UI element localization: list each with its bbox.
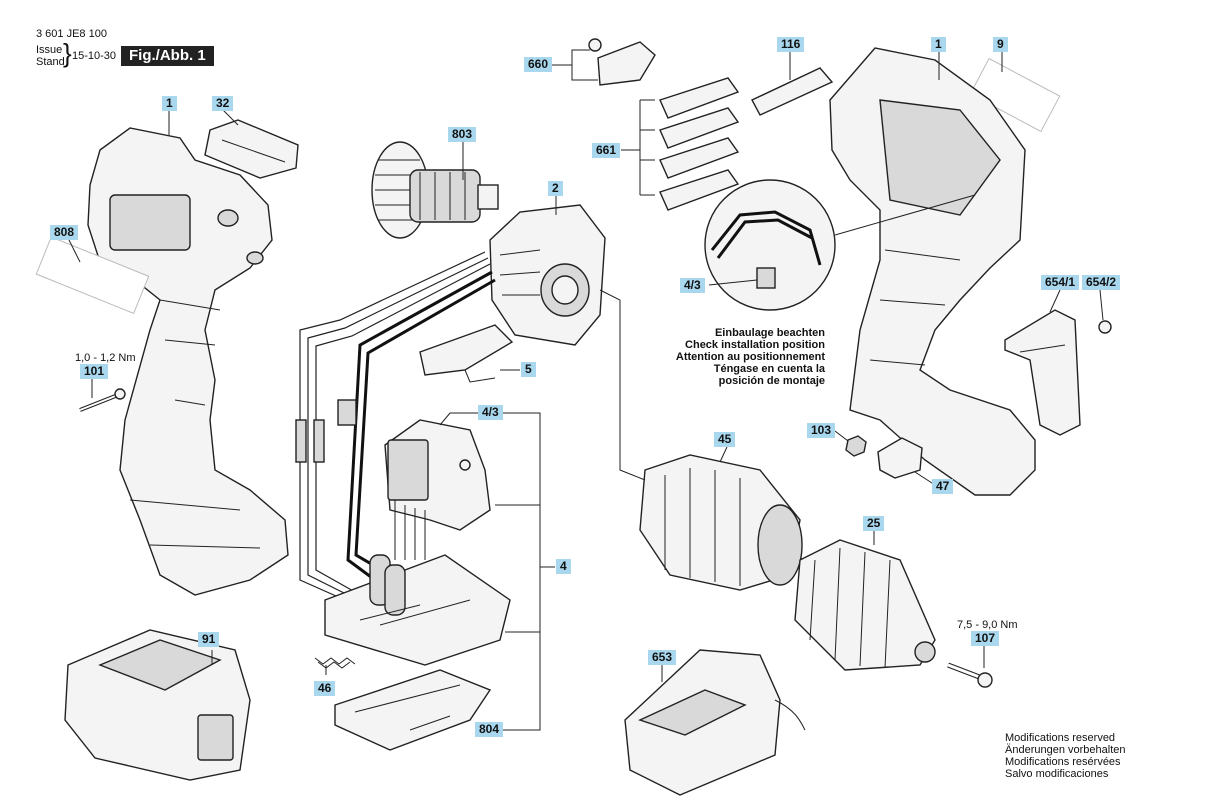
- chuck-25: [794, 539, 936, 671]
- stand-label: Stand: [36, 56, 65, 68]
- knob-47: [877, 437, 923, 479]
- note-line: posición de montaje: [718, 375, 825, 387]
- battery-91: [64, 629, 251, 781]
- callout: 803: [448, 127, 477, 142]
- callout: 116: [777, 37, 805, 52]
- note-line: Einbaulage beachten: [714, 327, 825, 339]
- callout: 107: [971, 631, 1000, 646]
- gearbox-45: [639, 454, 803, 591]
- torque-spec-101: 1,0 - 1,2 Nm: [75, 352, 136, 364]
- callout: 4: [556, 559, 571, 574]
- callout: 91: [198, 632, 220, 647]
- mods-line: Salvo modificaciones: [1005, 768, 1109, 780]
- mods-line: Modifications reserved: [1005, 732, 1116, 744]
- leader-lines: [68, 49, 1104, 731]
- brace-glyph: }: [63, 38, 72, 68]
- part-32-slider: [204, 119, 299, 179]
- charger-653: [624, 649, 806, 796]
- installation-note: Einbaulage beachten Check installation p…: [640, 327, 825, 387]
- callout: 47: [932, 479, 954, 494]
- callout: 46: [314, 681, 336, 696]
- callout: 804: [475, 722, 504, 737]
- callout: 653: [648, 650, 677, 665]
- note-line: Attention au positionnement: [675, 351, 825, 363]
- callout: 2: [548, 181, 563, 196]
- clip-116: [751, 67, 834, 116]
- callout: 103: [807, 423, 836, 438]
- switch-4: [384, 419, 491, 560]
- callout: 45: [714, 432, 736, 447]
- contact-plate-804: [334, 669, 492, 751]
- part-5-slider: [419, 324, 514, 383]
- callout: 4/3: [478, 405, 503, 420]
- housing-half-right: [829, 47, 1036, 496]
- mods-line: Änderungen vorbehalten: [1005, 744, 1126, 756]
- screw-101: [79, 388, 126, 412]
- modifications-note: Modifications reserved Änderungen vorbeh…: [1005, 732, 1125, 780]
- wiring-harness: [295, 251, 496, 601]
- issue-date: 15-10-30: [72, 50, 117, 62]
- label-sheet-808: [35, 236, 150, 315]
- document-number: 3 601 JE8 100: [36, 28, 107, 40]
- callout: 9: [993, 37, 1008, 52]
- label-sheet-9: [969, 57, 1061, 133]
- callout: 25: [863, 516, 885, 531]
- callout: 1: [162, 96, 177, 111]
- belt-clip-654: [1004, 309, 1112, 436]
- electronics-board: [324, 554, 511, 666]
- callout: 661: [592, 143, 621, 158]
- callout: 5: [521, 362, 536, 377]
- screw-107: [947, 662, 993, 688]
- bit-holder-660: [588, 38, 656, 86]
- callout: 4/3: [680, 278, 705, 293]
- callout: 32: [212, 96, 234, 111]
- callout: 660: [524, 57, 553, 72]
- issue-label: Issue: [36, 44, 63, 56]
- mods-line: Modifications resérvées: [1005, 756, 1121, 768]
- spring-46: [314, 657, 356, 669]
- callout: 654/1: [1041, 275, 1080, 290]
- housing-half-left: [87, 127, 289, 596]
- callout: 101: [80, 364, 109, 379]
- motor-stator-2: [489, 204, 606, 346]
- note-line: Téngase en cuenta la: [713, 363, 825, 375]
- callout: 808: [50, 225, 79, 240]
- armature-803: [371, 141, 499, 239]
- note-line: Check installation position: [685, 339, 825, 351]
- nut-103: [845, 435, 867, 457]
- figure-label: Fig./Abb. 1: [121, 46, 214, 66]
- callout: 654/2: [1082, 275, 1121, 290]
- callout: 1: [931, 37, 946, 52]
- torque-spec-107: 7,5 - 9,0 Nm: [957, 619, 1018, 631]
- detail-circle: [704, 179, 976, 311]
- clips-661: [659, 77, 740, 211]
